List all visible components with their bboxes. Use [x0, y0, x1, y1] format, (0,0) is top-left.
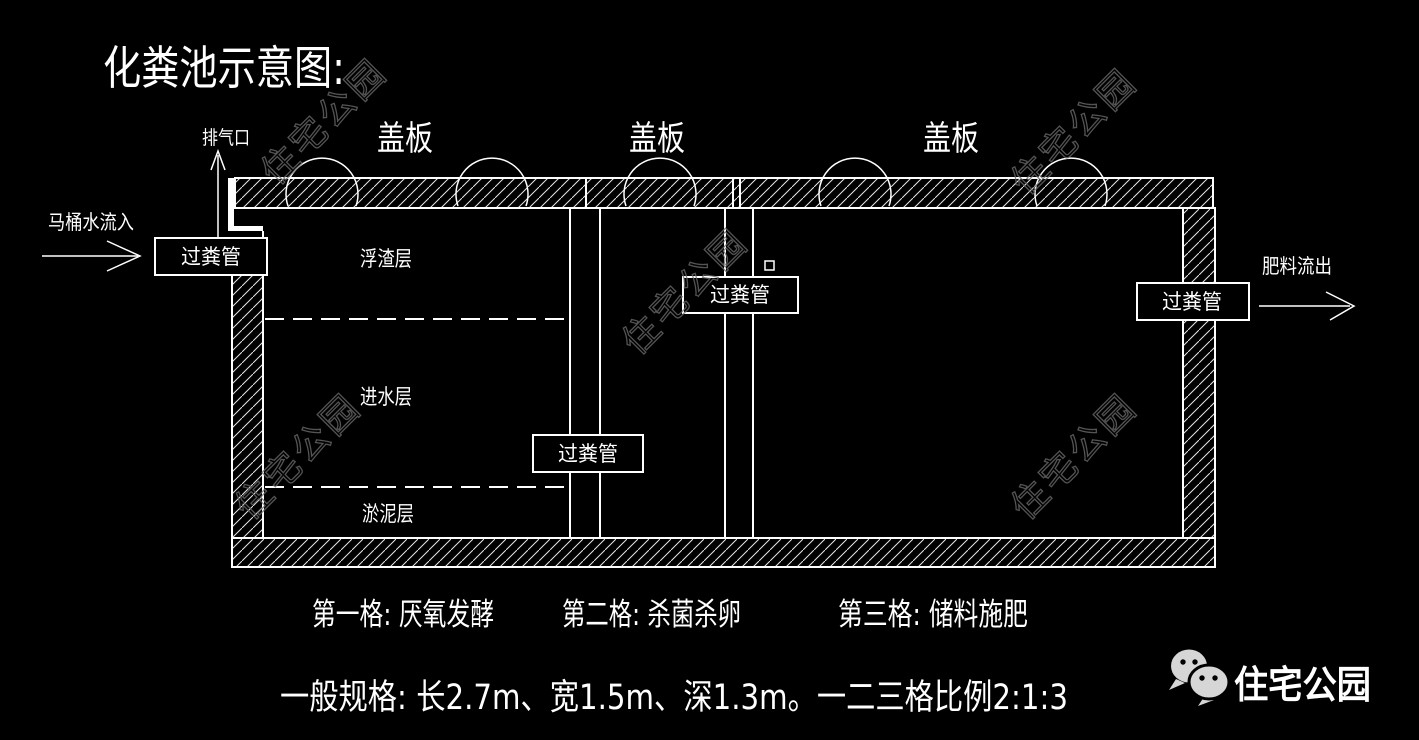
- cover-label-1: 盖板: [377, 119, 433, 159]
- vent-label: 排气口: [202, 127, 250, 149]
- inlet-pipe-box: [154, 237, 268, 276]
- inlet-arrow-head: [106, 240, 142, 272]
- watermark-text: 住宅公园: [1004, 386, 1146, 528]
- wechat-icon: [1169, 649, 1231, 706]
- wechat-eye: [1199, 675, 1205, 681]
- brand-name: 住宅公园: [1234, 663, 1371, 707]
- cover-label-2: 盖板: [629, 119, 685, 159]
- cover-handle-arc: [623, 157, 697, 207]
- right-wall-lower: [1182, 319, 1216, 539]
- cover-slab: [234, 177, 1214, 209]
- vent-assembly: [210, 148, 264, 238]
- wechat-bubble-tail: [1169, 679, 1185, 690]
- divider1-pipe-label: 过粪管: [558, 442, 618, 466]
- outlet-arrow: [1259, 291, 1356, 321]
- spec-note: 一般规格: 长2.7m、宽1.5m、深1.3m。一二三格比例2:1:3: [280, 678, 1068, 718]
- inlet-arrow: [42, 240, 142, 272]
- watermarks: 住宅公园 住宅公园 住宅公园 住宅公园 住宅公园: [227, 50, 1146, 528]
- wechat-eye: [1180, 659, 1186, 665]
- page-title: 化粪池示意图:: [103, 41, 345, 95]
- divider1-pipe-box: [532, 434, 644, 473]
- sludge-layer-label: 淤泥层: [362, 502, 414, 526]
- wechat-bubble-small: [1187, 663, 1231, 701]
- vent-arrow-head: [210, 148, 226, 171]
- right-wall-upper: [1182, 207, 1216, 284]
- inlet-flow-label: 马桶水流入: [48, 210, 134, 234]
- divider2-pipe-box: [682, 276, 799, 314]
- tank-structure: [231, 157, 1216, 568]
- chamber-1-label: 第一格: 厌氧发酵: [312, 597, 494, 633]
- inlet-water-layer-label: 进水层: [360, 385, 412, 409]
- scum-layer-label: 浮渣层: [360, 247, 412, 271]
- cover-handle-arc: [455, 157, 529, 207]
- chamber-2-label: 第二格: 杀菌杀卵: [562, 597, 741, 633]
- pipe-boxes: [154, 237, 1250, 473]
- outlet-flow-label: 肥料流出: [1262, 254, 1332, 278]
- outlet-pipe-label: 过粪管: [1162, 290, 1222, 314]
- outlet-pipe-box: [1136, 282, 1250, 321]
- cover-handle-arc: [818, 157, 892, 207]
- vent-channel-vertical: [228, 178, 234, 230]
- wechat-eye: [1212, 675, 1218, 681]
- cover-handle-arc: [1034, 157, 1108, 207]
- cover-handles: [285, 157, 1108, 207]
- inlet-pipe-label: 过粪管: [181, 245, 241, 269]
- floor-slab: [231, 537, 1216, 568]
- cover-label-3: 盖板: [923, 119, 979, 159]
- vent-channel-horizontal: [228, 226, 263, 231]
- wechat-eye: [1192, 659, 1198, 665]
- small-square-marker: [764, 260, 775, 271]
- divider2-pipe-label: 过粪管: [710, 283, 770, 307]
- brand-footer: 住宅公园: [1169, 649, 1371, 707]
- chamber-3-label: 第三格: 储料施肥: [838, 597, 1028, 633]
- cover-handle-arc: [285, 157, 359, 207]
- outlet-arrow-head: [1325, 291, 1356, 321]
